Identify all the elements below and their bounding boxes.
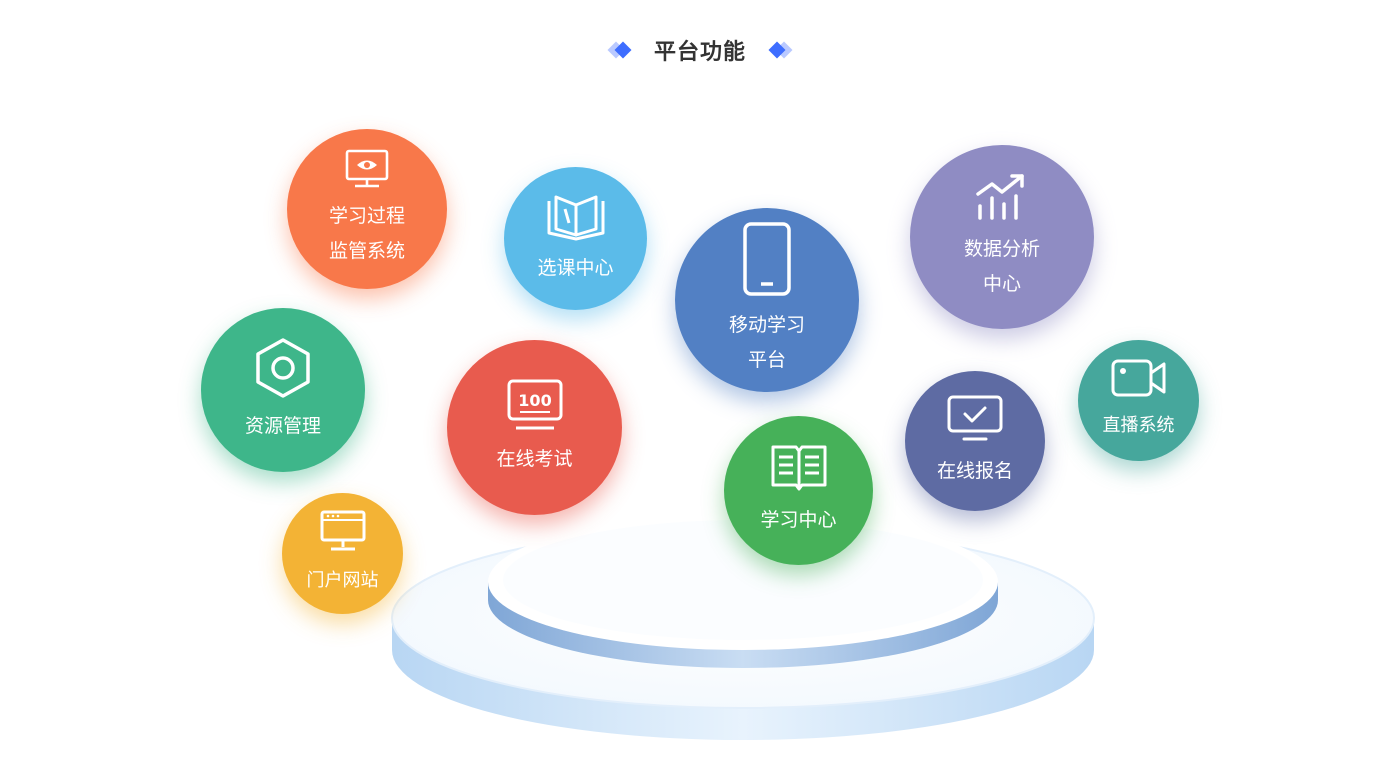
feature-label: 移动学习 — [728, 314, 805, 336]
feature-label: 学习过程 — [328, 205, 405, 227]
smartphone-icon — [741, 222, 793, 298]
feature-label: 学习中心 — [760, 509, 837, 531]
open-book-icon — [545, 191, 607, 241]
feature-online-registration[interactable]: 在线报名 — [905, 371, 1045, 511]
feature-portal-website[interactable]: 门户网站 — [282, 493, 403, 614]
feature-live-streaming[interactable]: 直播系统 — [1078, 340, 1199, 461]
feature-label: 门户网站 — [306, 570, 379, 591]
diamond-left-icon — [607, 40, 636, 60]
feature-label: 资源管理 — [244, 414, 321, 437]
platform-podium — [391, 520, 1095, 740]
feature-label: 在线考试 — [496, 448, 573, 470]
feature-online-exam[interactable]: 100 在线考试 — [447, 340, 622, 515]
browser-window-icon — [319, 509, 367, 553]
hexagon-nut-icon — [253, 337, 313, 399]
chart-trend-icon — [974, 172, 1030, 222]
monitor-eye-icon — [345, 149, 389, 189]
feature-label: 在线报名 — [936, 459, 1013, 482]
video-camera-icon — [1110, 358, 1168, 398]
score-100-icon: 100 — [506, 378, 564, 432]
book-text-icon — [770, 443, 828, 493]
feature-data-analysis[interactable]: 数据分析 中心 — [910, 145, 1094, 329]
diamond-right-icon — [764, 40, 793, 60]
section-header: 平台功能 — [0, 30, 1400, 70]
feature-monitor-system[interactable]: 学习过程 监管系统 — [287, 129, 447, 289]
feature-label: 平台 — [747, 349, 786, 371]
feature-label: 中心 — [982, 273, 1021, 295]
monitor-check-icon — [946, 394, 1004, 444]
feature-resource-management[interactable]: 资源管理 — [201, 308, 365, 472]
feature-label: 数据分析 — [963, 238, 1040, 260]
feature-label: 监管系统 — [328, 240, 405, 262]
feature-mobile-learning[interactable]: 移动学习 平台 — [675, 208, 859, 392]
feature-course-center[interactable]: 选课中心 — [504, 167, 647, 310]
feature-study-center[interactable]: 学习中心 — [724, 416, 873, 565]
svg-text:100: 100 — [518, 391, 551, 410]
feature-label: 选课中心 — [537, 257, 614, 279]
section-title: 平台功能 — [653, 40, 746, 65]
feature-label: 直播系统 — [1102, 415, 1175, 436]
